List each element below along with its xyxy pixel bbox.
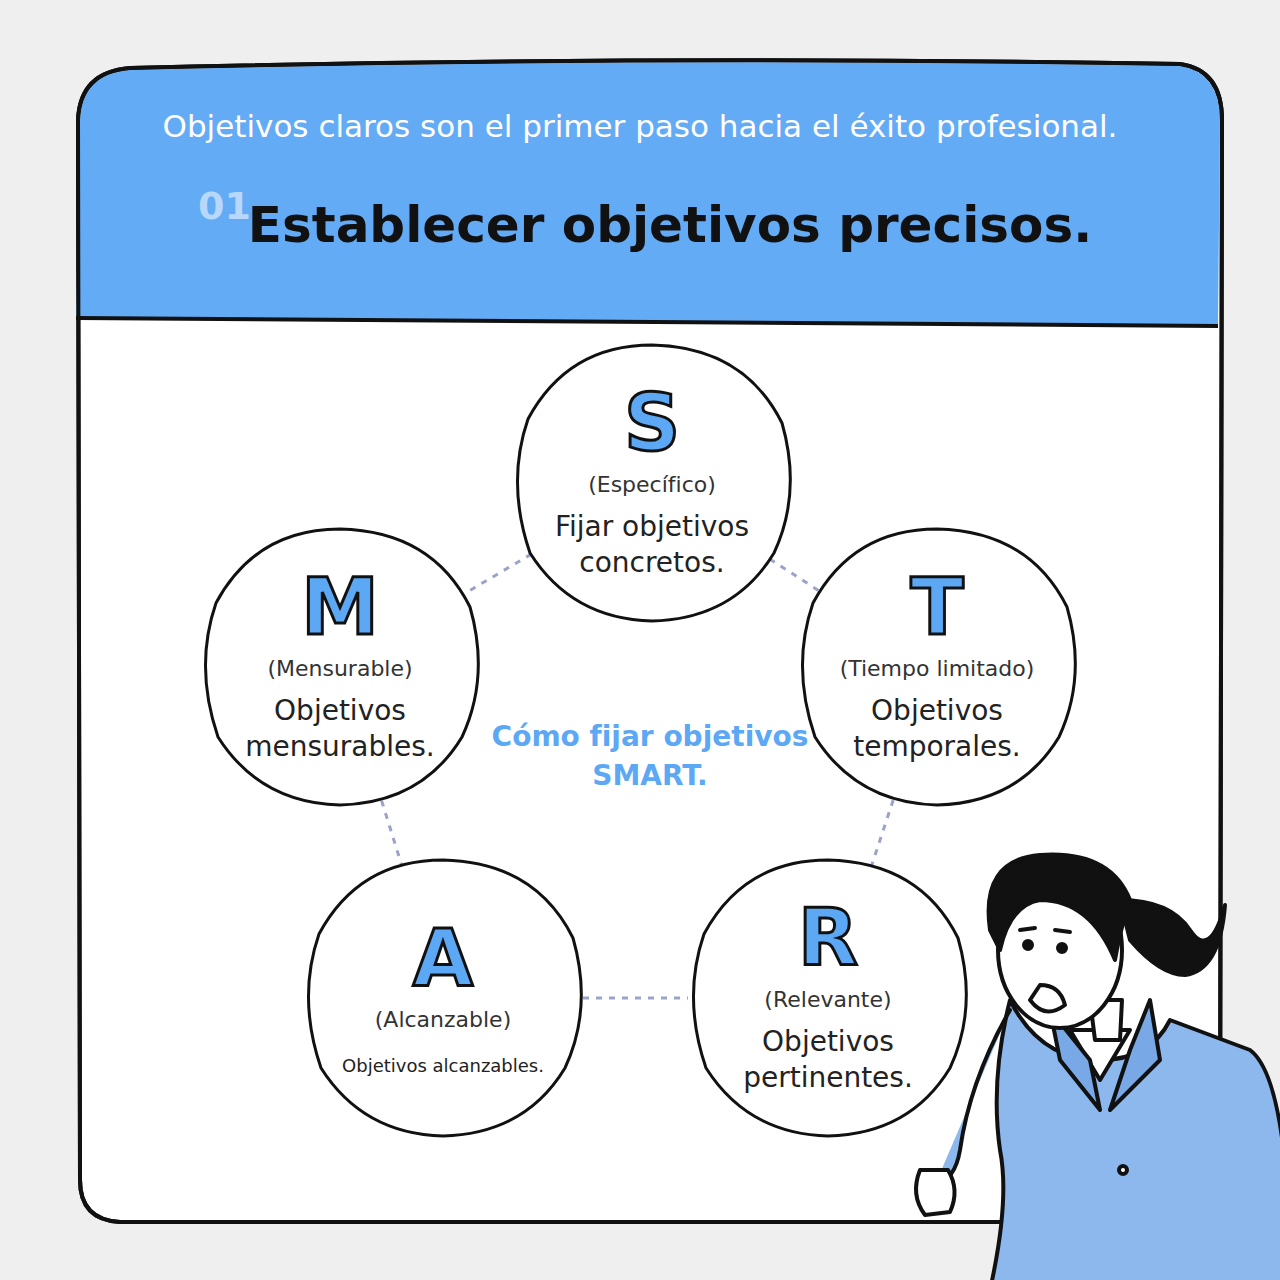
- title: Establecer objetivos precisos.: [240, 196, 1100, 254]
- header-band: [76, 62, 1220, 326]
- circle-outline: [303, 858, 583, 1138]
- smart-circle: M (Mensurable) Objetivos mensurables.: [200, 527, 480, 807]
- smart-circle: A (Alcanzable) Objetivos alcanzables.: [303, 858, 583, 1138]
- criterion-description: Objetivos pertinentes.: [718, 1024, 938, 1097]
- dashed-connector: [583, 997, 688, 1000]
- criterion-description: Objetivos mensurables.: [230, 693, 450, 766]
- smart-letter: R: [798, 899, 858, 977]
- smart-circle: T (Tiempo limitado) Objetivos temporales.: [797, 527, 1077, 807]
- criterion-description: Objetivos temporales.: [827, 693, 1047, 766]
- criterion-name: (Tiempo limitado): [840, 656, 1035, 682]
- circle-shape: [802, 529, 1075, 805]
- criterion-name: (Alcanzable): [375, 1007, 512, 1033]
- dashed-connector: [461, 554, 532, 596]
- subtitle-text: Objetivos claros son el primer paso haci…: [60, 105, 1220, 148]
- circle-shape: [205, 529, 478, 805]
- criterion-name: (Específico): [588, 472, 716, 498]
- smart-letter: S: [624, 384, 680, 462]
- criterion-name: (Mensurable): [267, 656, 412, 682]
- dashed-connector: [872, 800, 893, 865]
- woman: [916, 855, 1280, 1280]
- smart-letter: M: [301, 568, 379, 646]
- circle-shape: [693, 860, 966, 1136]
- smart-circle: R (Relevante) Objetivos pertinentes.: [688, 858, 968, 1138]
- header-line: [76, 318, 1218, 326]
- criterion-description: Objetivos alcanzables.: [342, 1054, 544, 1077]
- criterion-name: (Relevante): [764, 987, 891, 1013]
- dashed-connector: [770, 559, 820, 591]
- circle-shape: [517, 345, 790, 621]
- smart-letter: A: [413, 919, 473, 997]
- criterion-description: Fijar objetivos concretos.: [542, 509, 762, 582]
- circle-shape: [308, 860, 581, 1136]
- smart-circle: S (Específico) Fijar objetivos concretos.: [512, 343, 792, 623]
- center-caption: Cómo fijar objetivos SMART.: [490, 717, 810, 795]
- smart-letter: T: [910, 568, 963, 646]
- dashed-connector: [382, 801, 402, 865]
